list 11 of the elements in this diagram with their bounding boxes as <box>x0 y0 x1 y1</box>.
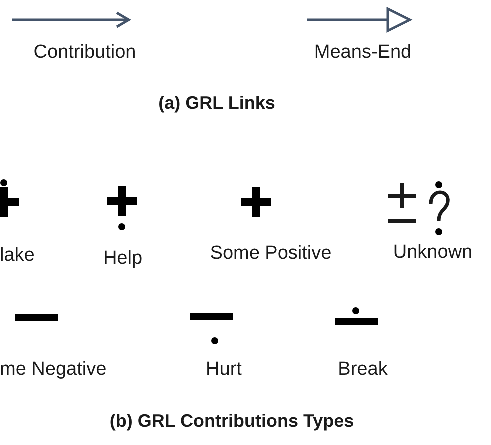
symbol-label: Hurt <box>206 360 242 379</box>
symbol-label: Help <box>103 249 143 268</box>
figure-caption: (a) GRL Links <box>158 94 276 112</box>
symbol-label: Break <box>338 360 388 379</box>
symbol-label: Means-End <box>314 43 412 62</box>
figure-caption: (b) GRL Contributions Types <box>110 412 354 430</box>
symbol-label: me Negative <box>0 360 107 379</box>
symbol-label: lake <box>0 246 35 265</box>
symbol-label: Contribution <box>34 43 136 62</box>
symbol-label: Unknown <box>393 243 473 262</box>
symbol-label: Some Positive <box>210 244 332 263</box>
